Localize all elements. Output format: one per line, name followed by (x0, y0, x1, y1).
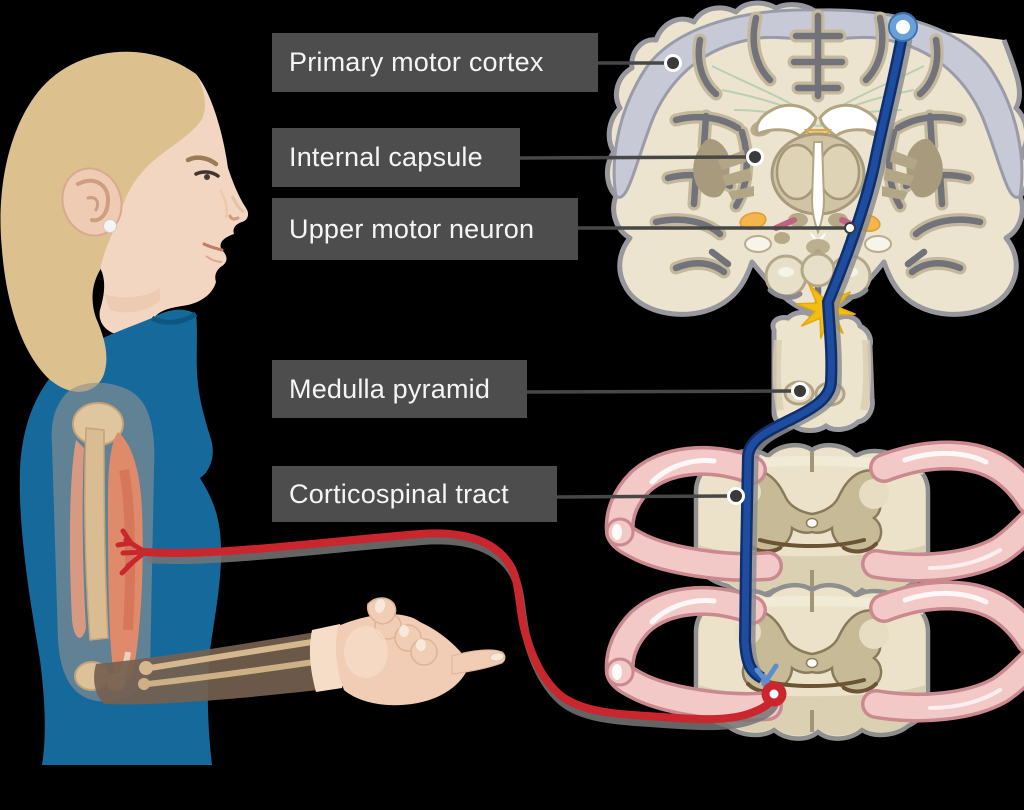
label-text: Medulla pyramid (289, 373, 491, 404)
label-text: Corticospinal tract (289, 478, 509, 509)
woman-figure (0, 51, 506, 765)
arm-cutaway (51, 382, 318, 705)
cortex-band (612, 8, 1024, 199)
sulci (649, 9, 987, 308)
label-text: Upper motor neuron (289, 213, 535, 244)
eyebrow (185, 155, 219, 167)
motor-end-branches (115, 528, 148, 576)
lower-motor-neuron-soma (761, 681, 787, 707)
axon-terminal (754, 663, 779, 687)
third-ventricle (810, 141, 826, 235)
hand (309, 597, 506, 706)
label-upper-motor-neuron: Upper motor neuron (272, 198, 578, 260)
nose (228, 214, 240, 221)
label-medulla-pyramid: Medulla pyramid (272, 360, 527, 418)
lower-motor-neuron-path (115, 528, 787, 731)
spinal-cord-section-upper (607, 445, 1024, 598)
ear (61, 167, 123, 237)
earring (103, 219, 117, 233)
mouth (202, 242, 224, 252)
label-corticospinal-tract: Corticospinal tract (272, 466, 557, 522)
label-primary-motor-cortex: Primary motor cortex (272, 33, 598, 92)
label-text: Internal capsule (289, 142, 483, 172)
ulna-bone (145, 659, 317, 687)
label-text: Primary motor cortex (289, 47, 544, 77)
upper-motor-neuron-soma (890, 14, 916, 40)
label-internal-capsule: Internal capsule (272, 128, 520, 187)
eye (194, 170, 220, 178)
humerus (84, 427, 109, 641)
upper-motor-neuron-path (738, 12, 918, 687)
radius-bone (147, 639, 315, 671)
leader-lines (519, 61, 845, 499)
leader-dots (664, 54, 856, 505)
